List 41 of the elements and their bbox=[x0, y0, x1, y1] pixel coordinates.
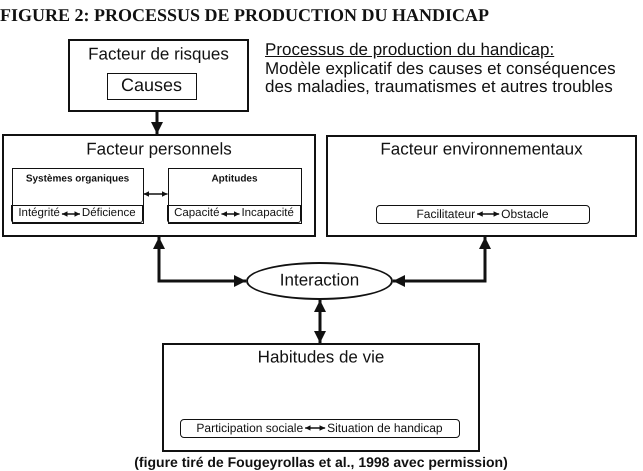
environment-factors-box bbox=[326, 135, 637, 237]
model-description: Modèle explicatif des causes et conséquences des maladies, traumatismes et autres troubles bbox=[265, 60, 617, 96]
figure-caption: (figure tiré de Fougeyrollas et al., 1998 avec permission) bbox=[134, 455, 508, 470]
box-heading: Facteur environnementaux bbox=[380, 140, 583, 159]
scale-label: Déficience bbox=[80, 207, 138, 221]
scale-label: Incapacité bbox=[239, 207, 296, 221]
scale-band bbox=[376, 204, 590, 224]
double-arrow bbox=[62, 211, 80, 217]
scale-label: Capacité bbox=[172, 207, 222, 221]
scale-band bbox=[11, 205, 143, 223]
double-arrow bbox=[314, 300, 326, 343]
model-heading: Processus de production du handicap: bbox=[265, 41, 554, 59]
box-heading: Facteur personnels bbox=[86, 140, 232, 159]
causes-box bbox=[106, 72, 196, 100]
scale-label: Facilitateur bbox=[414, 206, 478, 222]
figure-title: FIGURE 2: PROCESSUS DE PRODUCTION DU HANDICAP bbox=[0, 5, 490, 25]
double-arrow bbox=[305, 425, 326, 431]
double-arrow bbox=[144, 191, 168, 197]
subsystem-box bbox=[12, 168, 144, 224]
risk-factor-box bbox=[68, 39, 249, 112]
scale-band bbox=[180, 418, 460, 438]
box-heading: Habitudes de vie bbox=[258, 348, 384, 367]
personal-factors-box bbox=[2, 134, 316, 237]
box-heading: Aptitudes bbox=[211, 174, 258, 184]
double-arrow bbox=[477, 211, 500, 217]
scale-band bbox=[167, 205, 301, 223]
box-heading: Systèmes organiques bbox=[26, 174, 130, 184]
scale-label: Situation de handicap bbox=[325, 420, 445, 436]
box-heading: Facteur de risques bbox=[88, 45, 229, 64]
box-label: Causes bbox=[120, 76, 182, 96]
double-arrow bbox=[221, 211, 240, 217]
scale-label: Participation sociale bbox=[194, 420, 306, 436]
double-arrow bbox=[393, 237, 491, 287]
scale-label: Obstacle bbox=[499, 206, 551, 222]
scale-label: Intégrité bbox=[16, 207, 62, 221]
interaction-ellipse bbox=[246, 262, 393, 300]
life-habits-box bbox=[162, 343, 480, 452]
double-arrow bbox=[153, 237, 246, 287]
ellipse-label: Interaction bbox=[280, 272, 360, 290]
arrow bbox=[151, 112, 163, 134]
subsystem-box bbox=[168, 168, 302, 224]
